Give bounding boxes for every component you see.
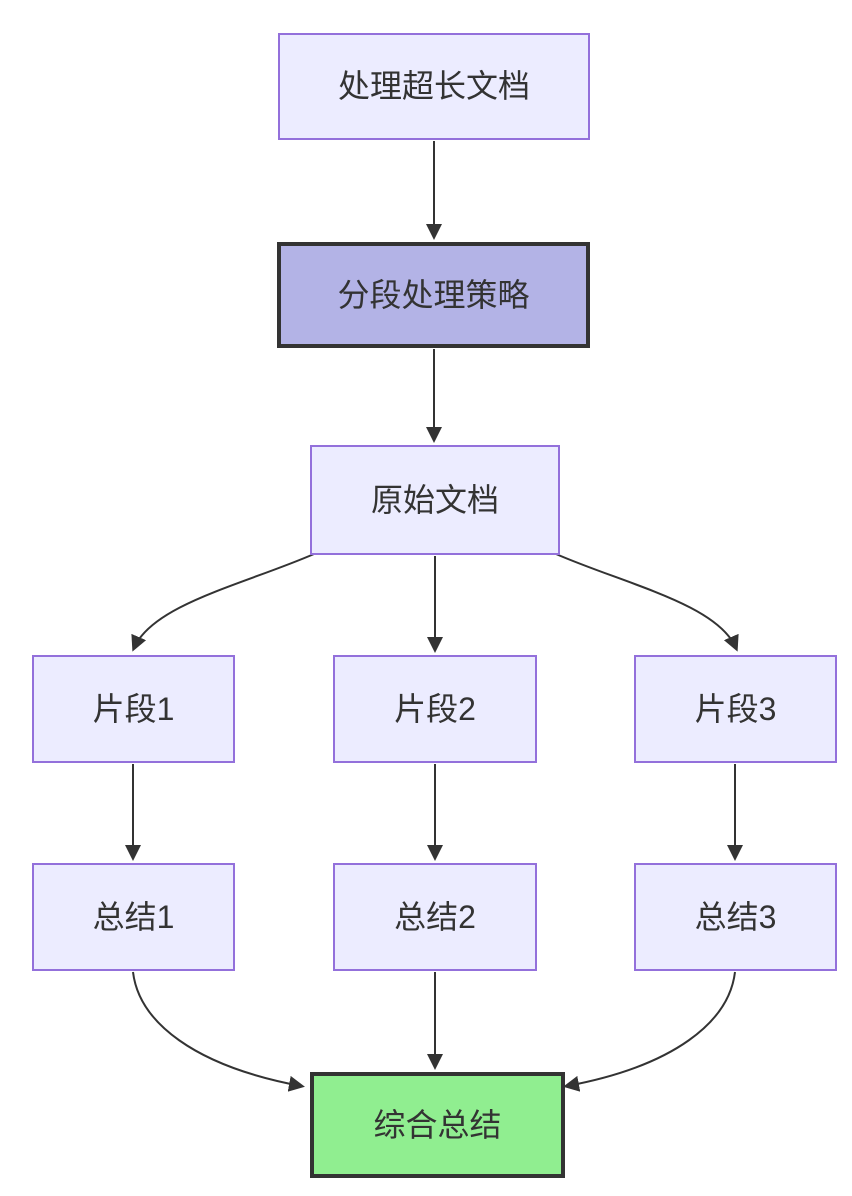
node-label: 片段2 (394, 690, 476, 727)
node-summary-1: 总结1 (32, 863, 235, 971)
node-summary-2: 总结2 (333, 863, 537, 971)
edge-C-D (131, 553, 315, 652)
node-combined-summary: 综合总结 (310, 1072, 565, 1178)
node-original-document: 原始文档 (310, 445, 560, 555)
node-label: 片段3 (694, 690, 777, 727)
node-label: 总结2 (394, 898, 476, 935)
node-fragment-1: 片段1 (32, 655, 235, 763)
node-fragment-3: 片段3 (634, 655, 837, 763)
node-fragment-2: 片段2 (333, 655, 537, 763)
node-label: 总结3 (694, 898, 777, 935)
node-label: 原始文档 (370, 481, 499, 518)
node-label: 处理超长文档 (337, 68, 530, 105)
edge-I-J (563, 971, 736, 1092)
node-process-long-document: 处理超长文档 (278, 33, 590, 140)
node-summary-3: 总结3 (634, 863, 837, 971)
node-label: 综合总结 (373, 1106, 502, 1143)
edge-G-J (132, 971, 305, 1092)
node-label: 总结1 (92, 898, 175, 935)
node-label: 分段处理策略 (337, 276, 530, 313)
node-label: 片段1 (92, 690, 175, 727)
edge-C-F (555, 553, 739, 652)
node-segmentation-strategy: 分段处理策略 (277, 242, 590, 348)
